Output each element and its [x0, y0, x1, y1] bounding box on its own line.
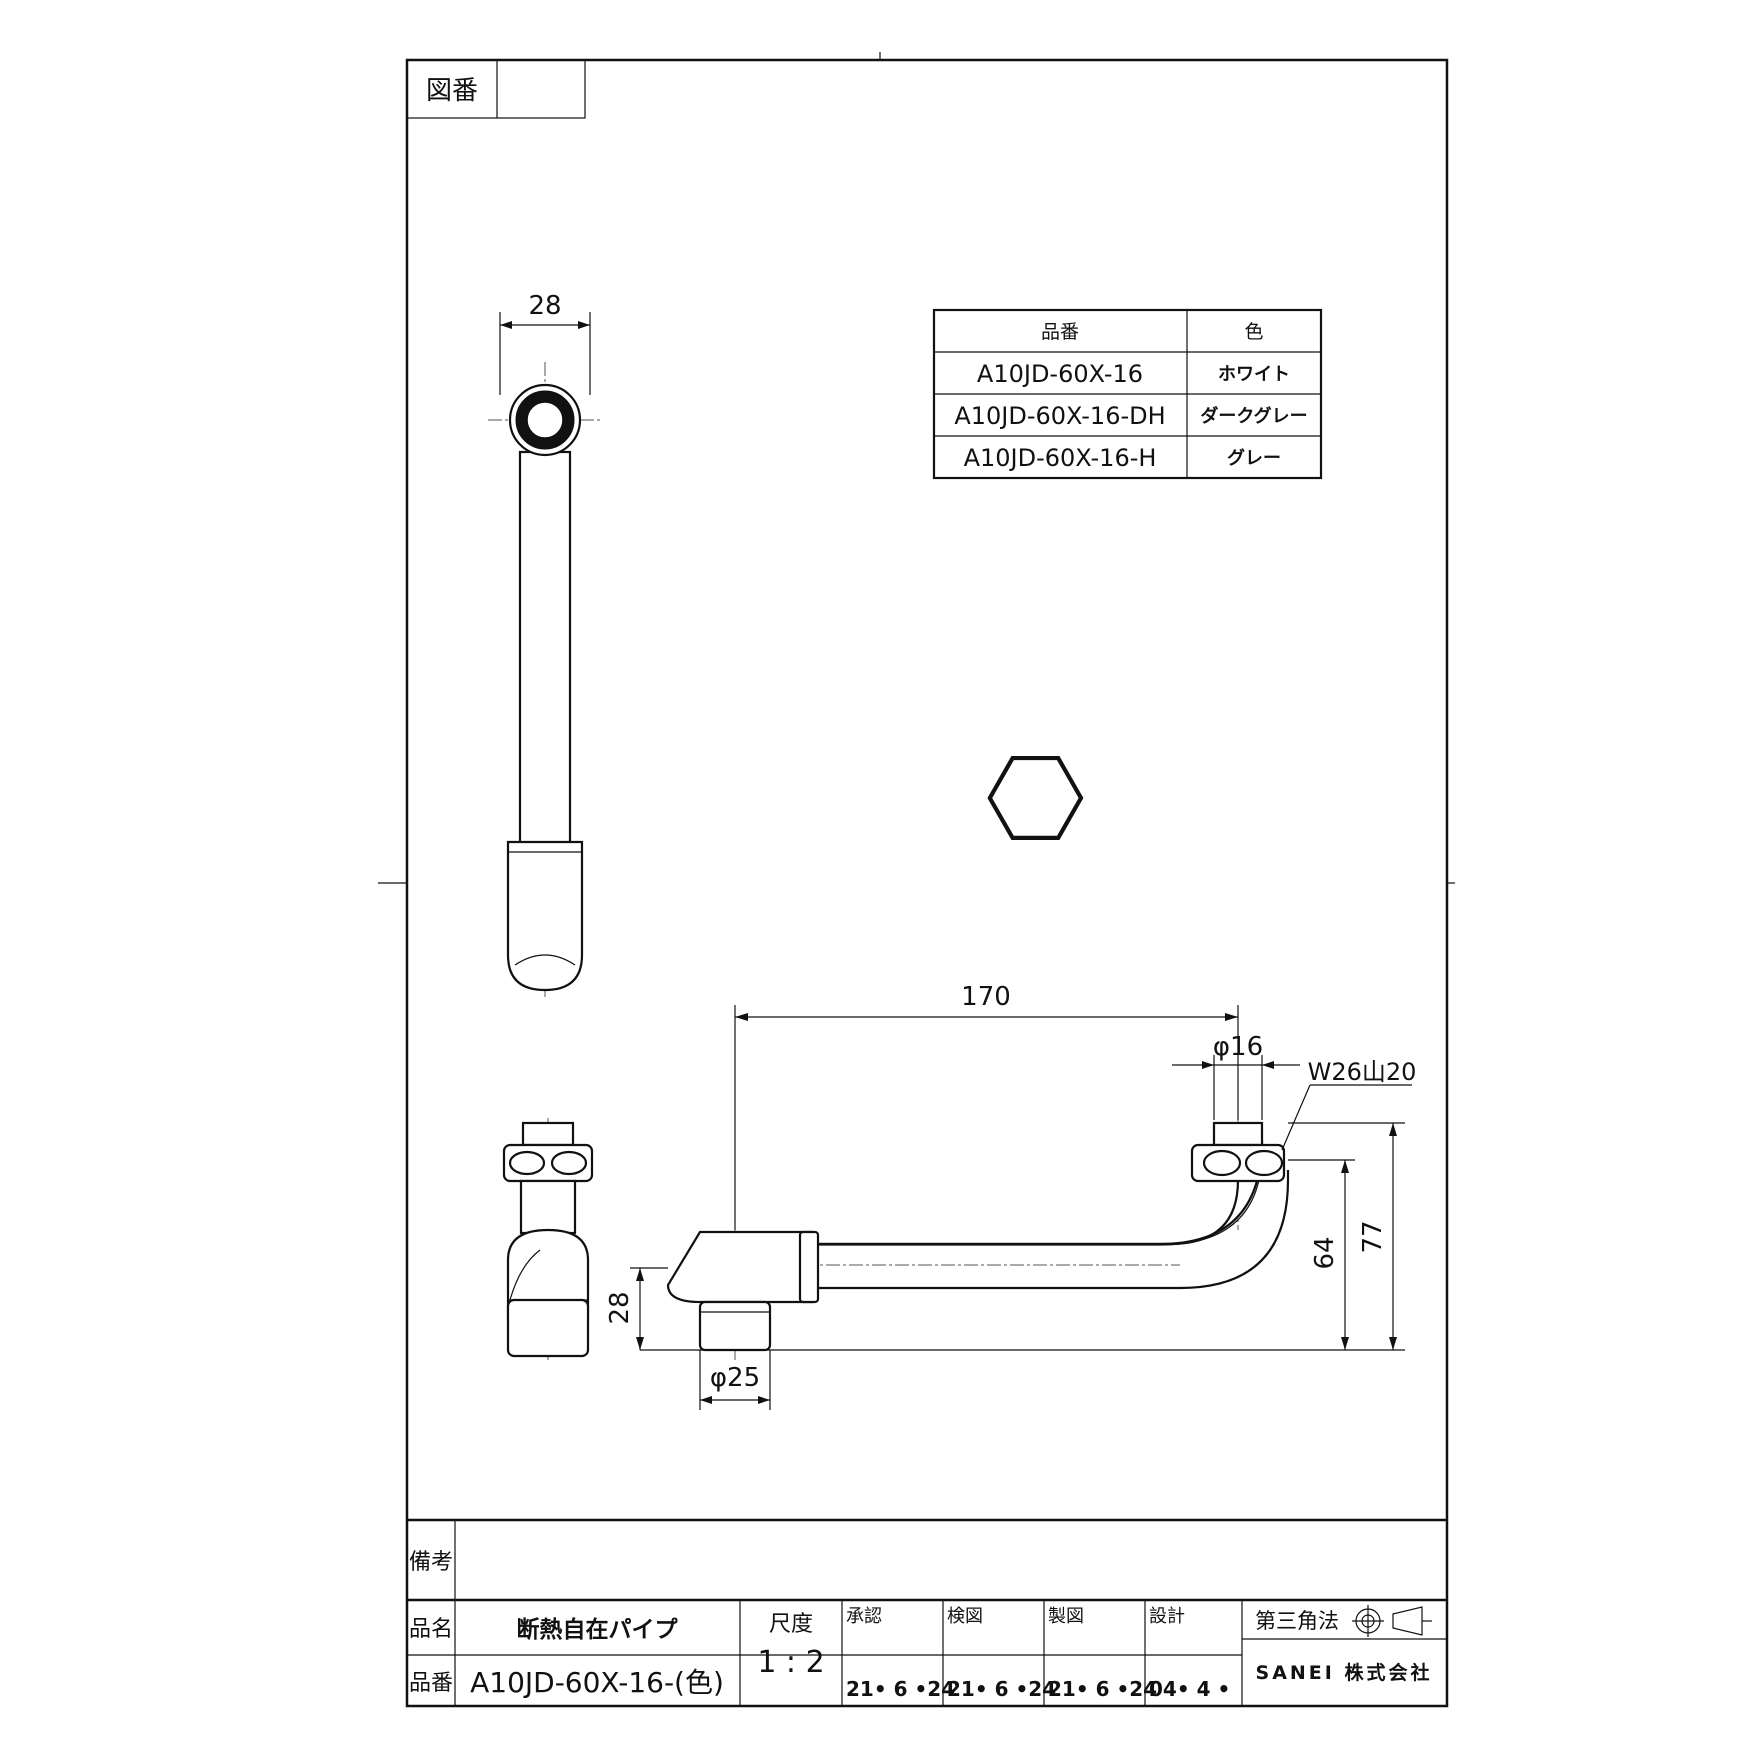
scale-label: 尺度 — [769, 1612, 813, 1637]
name-label: 品名 — [409, 1617, 453, 1642]
spec-row-part-no: A10JD-60X-16-DH — [954, 402, 1165, 430]
dimension-length: 170 — [961, 982, 1011, 1012]
design-label: 設計 — [1149, 1606, 1185, 1627]
company-name: SANEI 株式会社 — [1256, 1661, 1433, 1684]
number-label: 品番 — [409, 1671, 453, 1696]
dimension-base-height: 28 — [605, 1291, 635, 1324]
top-view: 28 — [488, 291, 1084, 1000]
dimension-height-inner: 64 — [1310, 1236, 1340, 1269]
spec-row-color: グレー — [1227, 447, 1281, 469]
approval-label: 承認 — [846, 1606, 882, 1627]
approval-date: 21• 6 •24 — [846, 1677, 955, 1701]
design-date: 04• 4 • — [1149, 1677, 1230, 1701]
side-view — [502, 1118, 594, 1360]
title-block: 備考 品名 断熱自在パイプ 品番 A10JD-60X-16-(色) 尺度 1 :… — [407, 1518, 1447, 1706]
spec-row-part-no: A10JD-60X-16-H — [964, 444, 1157, 472]
third-angle-projection-icon — [1352, 1605, 1432, 1637]
drawing-number-box: 図番 — [406, 59, 586, 119]
projection-label: 第三角法 — [1255, 1609, 1339, 1633]
spec-header-color: 色 — [1244, 321, 1263, 343]
drawing-number-label: 図番 — [426, 76, 478, 106]
product-name: 断熱自在パイプ — [517, 1616, 679, 1643]
spec-table: 品番 色 A10JD-60X-16 ホワイト A10JD-60X-16-DH ダ… — [932, 308, 1323, 480]
spec-row-color: ホワイト — [1218, 364, 1290, 385]
scale-value: 1 : 2 — [757, 1645, 824, 1680]
draft-label: 製図 — [1048, 1606, 1084, 1627]
product-number: A10JD-60X-16-(色) — [470, 1666, 724, 1699]
dimension-top-width: 28 — [528, 291, 561, 321]
remarks-label: 備考 — [409, 1550, 453, 1575]
dimension-base-diameter: φ25 — [710, 1363, 760, 1393]
draft-date: 21• 6 •24 — [1048, 1677, 1157, 1701]
front-view: 170 φ16 W26山20 64 77 28 φ2 — [605, 982, 1416, 1410]
spec-row-color: ダークグレー — [1200, 405, 1307, 427]
check-label: 検図 — [947, 1606, 983, 1627]
dimension-thread: W26山20 — [1308, 1058, 1417, 1086]
check-date: 21• 6 •24 — [947, 1677, 1056, 1701]
dimension-height-outer: 77 — [1358, 1220, 1388, 1253]
dimension-pipe-diameter: φ16 — [1213, 1032, 1263, 1062]
spec-row-part-no: A10JD-60X-16 — [977, 360, 1143, 388]
spec-header-part-no: 品番 — [1041, 321, 1079, 343]
